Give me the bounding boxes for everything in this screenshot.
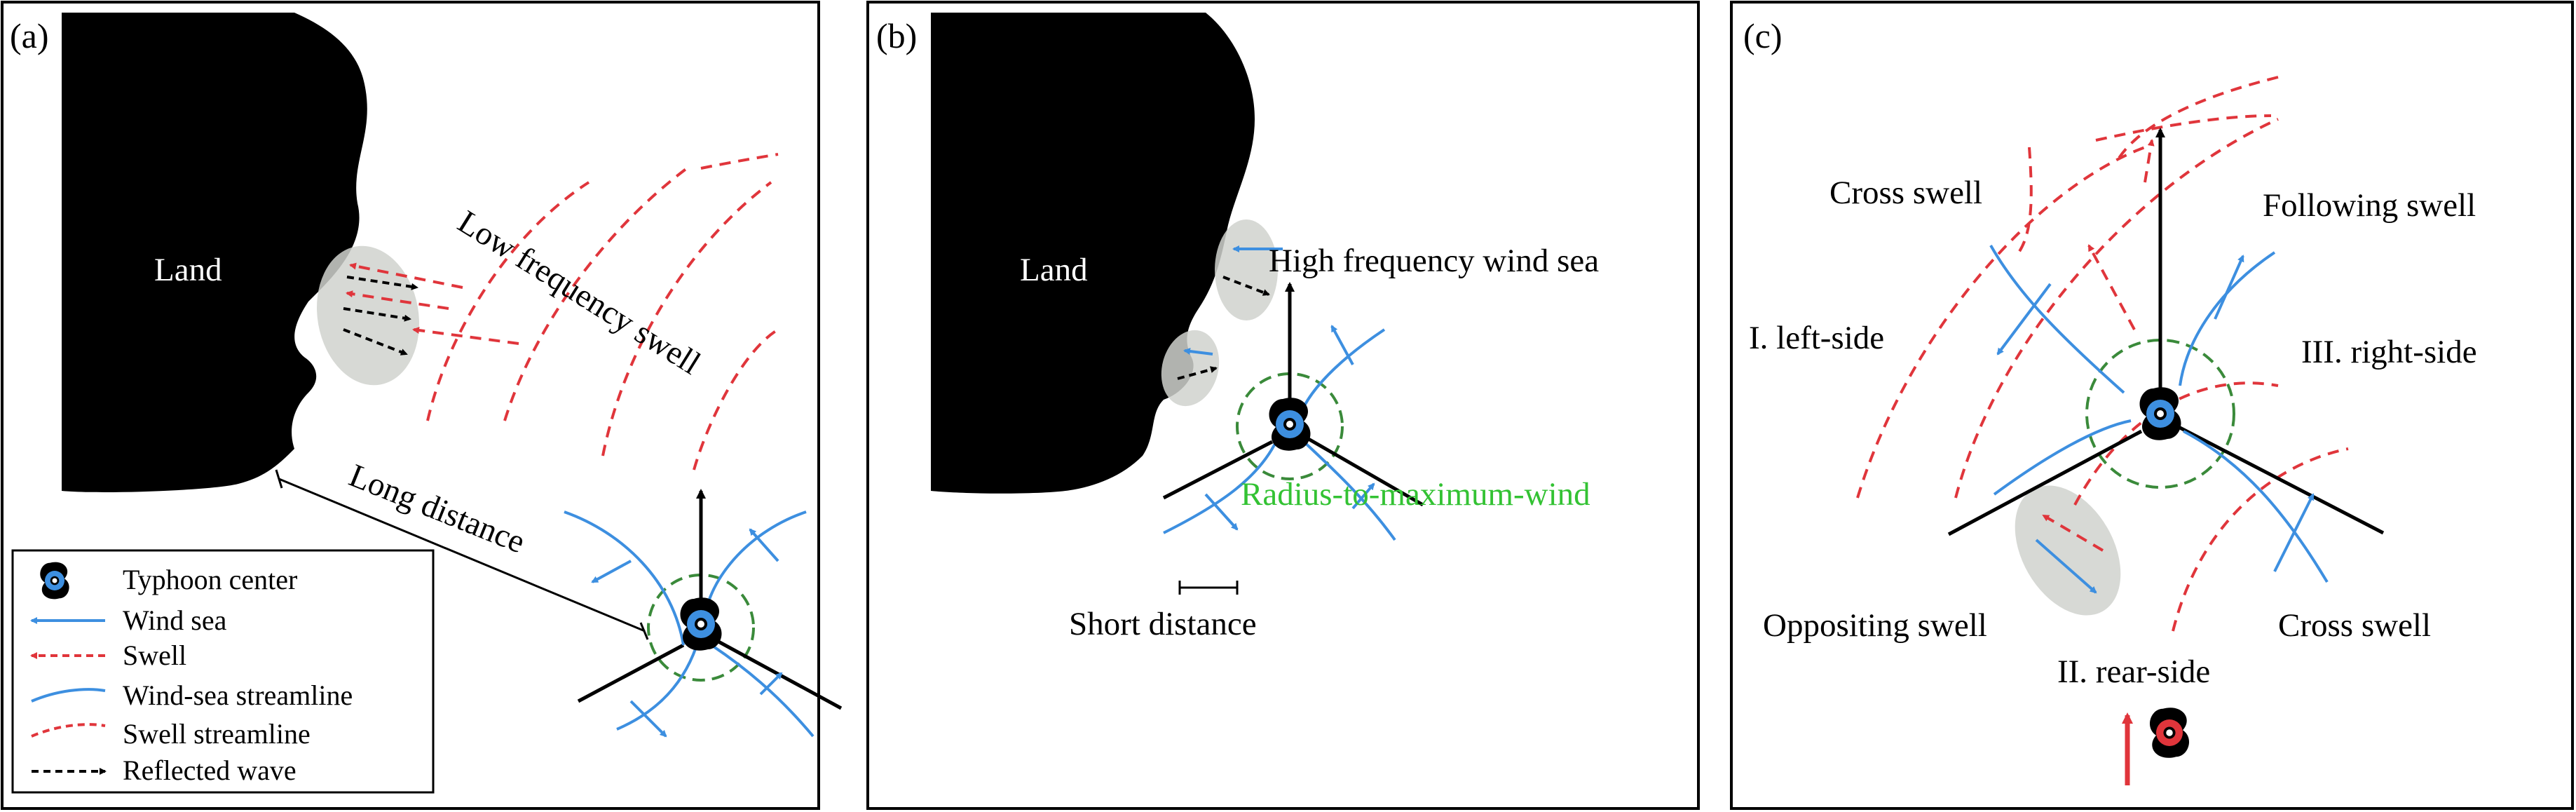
swell-arrow <box>349 262 463 289</box>
swell-arrow <box>2144 139 2155 183</box>
swell-streamline <box>700 153 779 170</box>
panel-b-tag: (b) <box>876 16 917 55</box>
legend-swell-streamline: Swell streamline <box>123 718 311 750</box>
legend-wind-sea: Wind sea <box>123 604 227 636</box>
panel-a: (a) Land Low frequency swell Long distan… <box>1 1 843 810</box>
swell-streamline <box>693 328 779 471</box>
wind-sea-streamline <box>2183 430 2329 583</box>
typhoon-center-icon <box>680 597 722 651</box>
swell-streamline <box>503 167 688 421</box>
wind-sea-arrow <box>629 700 667 738</box>
legend-swell: Swell <box>123 640 186 671</box>
wind-sea-arrow <box>759 672 783 696</box>
swell-arrow <box>2087 244 2136 330</box>
left-side-label: I. left-side <box>1749 320 1884 356</box>
cross-swell-left-label: Cross swell <box>1829 175 1982 211</box>
reflected-wave-arrow <box>1177 366 1218 380</box>
land-mass <box>62 13 367 492</box>
typhoon-system <box>1947 128 2385 594</box>
typhoon-icon <box>40 562 69 600</box>
distance-tick <box>639 622 649 640</box>
legend-reflected-wave: Reflected wave <box>123 755 297 786</box>
wind-sea-arrow <box>1996 283 2052 356</box>
track-spoke <box>1306 436 1424 507</box>
typhoon-system <box>1162 282 1424 541</box>
wind-sea-arrow <box>2035 539 2097 594</box>
track-spoke <box>1162 440 1274 500</box>
wind-sea-streamline-swatch <box>31 688 106 703</box>
track-spoke <box>577 643 685 703</box>
wind-sea-arrow <box>2214 255 2244 320</box>
legend-typhoon-center: Typhoon center <box>123 564 297 595</box>
typhoon-system <box>564 489 843 738</box>
cross-swell-right-label: Cross swell <box>2278 607 2431 644</box>
wind-sea-zone <box>1161 330 1220 407</box>
rmw-circle <box>2085 339 2235 489</box>
typhoon-center-icon <box>1269 398 1311 451</box>
distance-tick <box>275 469 283 489</box>
panel-c-tag: (c) <box>1743 16 1783 55</box>
wind-sea-streamline <box>710 644 815 738</box>
typhoon-rear-icon <box>2149 708 2190 758</box>
distance-label: Short distance <box>1069 606 1257 642</box>
panel-a-tag: (a) <box>10 16 49 55</box>
swell-streamline <box>1954 118 2279 499</box>
wind-sea-arrow <box>1204 493 1239 531</box>
swell-streamline-swatch <box>31 723 106 738</box>
following-swell-label: Following swell <box>2263 187 2476 224</box>
land-label: Land <box>1020 252 1088 288</box>
wind-sea-label: High frequency wind sea <box>1269 243 1599 279</box>
track-spoke <box>1947 429 2143 536</box>
swell-streamline <box>2172 447 2349 632</box>
swell-streamline <box>426 181 590 421</box>
wind-sea-streamline <box>1163 434 1281 534</box>
land-label: Land <box>154 252 222 288</box>
wind-sea-zone <box>1215 219 1278 320</box>
legend: Typhoon center Wind sea Swell Wind-sea s… <box>11 549 435 794</box>
panel-b: (b) Land High frequency wind sea Radius-… <box>866 1 1700 810</box>
wind-sea-arrow <box>2273 493 2315 572</box>
swell-arrow <box>346 290 449 310</box>
wind-sea-arrow <box>591 560 632 583</box>
wind-sea-arrow <box>1351 482 1375 510</box>
wind-sea-arrow <box>749 528 779 562</box>
rmw-label: Radius-to-maximum-wind <box>1241 476 1590 513</box>
right-side-label: III. right-side <box>2301 334 2477 370</box>
legend-box <box>11 549 435 794</box>
wind-sea-streamline <box>564 510 685 646</box>
rear-side-label: II. rear-side <box>2057 654 2210 690</box>
wind-sea-streamline <box>1993 419 2132 496</box>
swell-streamline <box>2017 147 2033 254</box>
wind-sea-streamline <box>2179 251 2276 386</box>
wind-sea-arrow <box>1183 348 1213 356</box>
panel-c: (c) Cross swell Fo <box>1730 1 2574 810</box>
swell-streamline <box>1856 146 2146 499</box>
oppositing-swell-label: Oppositing swell <box>1763 607 1987 644</box>
wind-sea-arrow <box>1330 325 1354 365</box>
typhoon-center-icon <box>2139 387 2181 440</box>
reflected-wave-arrow <box>1222 276 1270 296</box>
oppositing-swell-zone <box>2015 485 2121 616</box>
long-distance-bar <box>278 478 646 632</box>
track-spoke <box>2179 426 2385 535</box>
swell-streamline <box>601 181 772 456</box>
legend-wind-sea-streamline: Wind-sea streamline <box>123 679 353 711</box>
wind-sea-streamline <box>1989 245 2125 394</box>
swell-arrow <box>2042 514 2104 552</box>
swell-streamline <box>2095 114 2272 142</box>
